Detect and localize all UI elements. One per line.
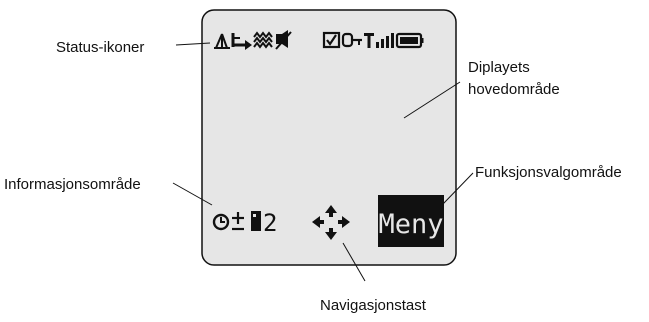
status-icons-leader <box>175 42 211 46</box>
message-envelope-icon <box>322 31 341 49</box>
label-function-area: Funksjonsvalgområde <box>475 164 622 181</box>
status-icons-left <box>214 30 292 50</box>
function-area-leader <box>442 172 474 205</box>
battery-icon <box>395 32 424 49</box>
info-area-leader <box>172 182 213 206</box>
phone-line-icon <box>251 211 261 231</box>
plus-minus-icon <box>232 212 244 231</box>
info-area: 2 <box>212 209 277 237</box>
key-lock-icon <box>341 32 362 48</box>
softkey-label: Meny <box>378 209 443 240</box>
ringer-off-icon <box>275 30 292 50</box>
clock-icon <box>212 213 230 231</box>
vibrate-icon <box>253 31 273 49</box>
label-nav-key: Navigasjonstast <box>320 297 426 314</box>
nav-key-leader <box>342 242 366 282</box>
label-main-area-line2: hovedområde <box>468 81 560 98</box>
softkey-background <box>378 195 444 247</box>
label-info-area: Informasjonsområde <box>4 176 141 193</box>
antenna-icon <box>214 33 230 49</box>
four-way-arrow-icon <box>312 205 350 240</box>
softkey-menu: Meny <box>378 195 444 247</box>
label-status-icons: Status-ikoner <box>56 39 145 56</box>
signal-strength-icon <box>364 33 394 48</box>
info-line-number: 2 <box>263 209 277 237</box>
callout-lines <box>172 42 474 282</box>
status-icons-right <box>322 31 424 49</box>
label-main-area-line1: Diplayets <box>468 59 530 76</box>
call-divert-icon <box>231 33 252 50</box>
main-area-leader <box>403 81 461 119</box>
